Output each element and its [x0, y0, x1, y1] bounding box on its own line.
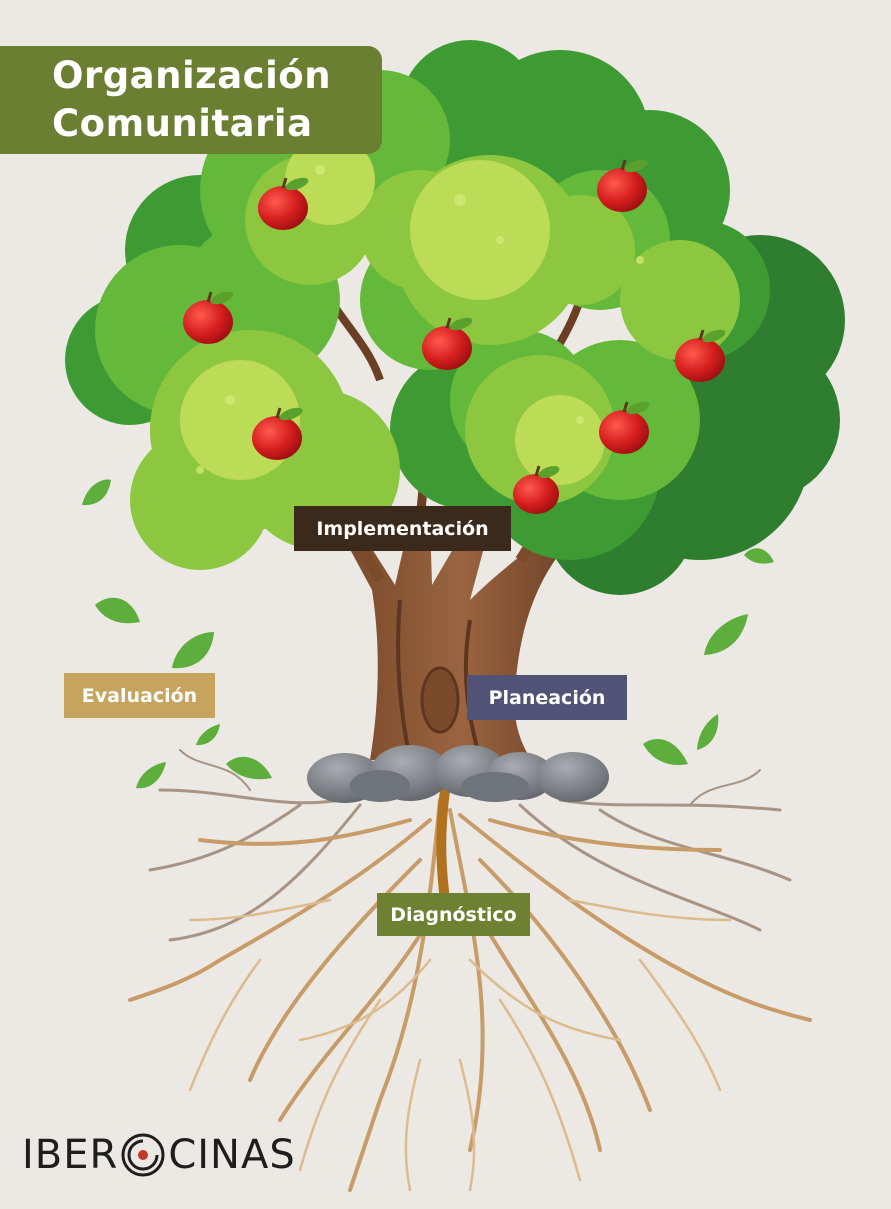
title-banner: Organización Comunitaria [0, 46, 382, 154]
title-line-1: Organización [52, 54, 332, 97]
title-line-2: Comunitaria [52, 102, 313, 145]
label-diagnostico: Diagnóstico [377, 893, 530, 936]
logo-text-right: CINAS [168, 1132, 296, 1178]
label-planeacion: Planeación [467, 675, 627, 720]
ibercocinas-logo: IBER CINAS [22, 1130, 296, 1180]
leaf-icon [82, 479, 774, 789]
roots-icon [128, 749, 812, 1192]
logo-accent-dot [138, 1150, 149, 1160]
spiral-o-icon [121, 1133, 165, 1177]
apple-icon [183, 159, 726, 514]
logo-text-left: IBER [22, 1132, 119, 1178]
label-implementacion: Implementación [294, 506, 511, 551]
stone-icon [307, 745, 609, 803]
label-evaluacion: Evaluación [64, 673, 215, 718]
